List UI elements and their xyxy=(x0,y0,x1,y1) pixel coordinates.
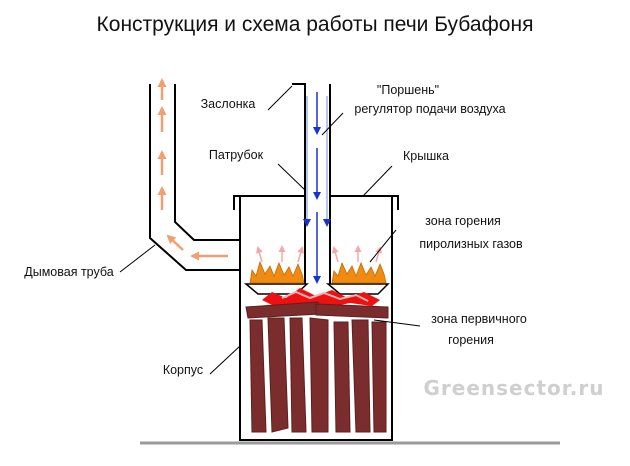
primary-hot-zone xyxy=(262,288,380,307)
watermark: Greensector.ru xyxy=(424,376,605,400)
primary-zone-label-line2: горения xyxy=(448,333,494,347)
smoke-flow-arrows xyxy=(157,78,228,261)
primary-zone-label-line1: зона первичного xyxy=(431,312,527,326)
upper-chamber xyxy=(233,195,399,288)
piston-disks xyxy=(243,283,390,295)
stove-body xyxy=(239,288,393,441)
pyrolysis-zone-label-line1: зона горения xyxy=(425,214,501,228)
leader-lines xyxy=(119,85,421,375)
piston-label-line2: регулятор подачи воздуха xyxy=(354,102,505,116)
piston-label-line1: "Поршень" xyxy=(377,83,439,97)
diagram-title: Конструкция и схема работы печи Бубафоня xyxy=(97,13,534,36)
body-label: Корпус xyxy=(163,363,203,377)
chimney-pipe xyxy=(149,84,240,271)
gas-rise-arrows xyxy=(256,245,382,263)
damper-label: Заслонка xyxy=(201,97,256,111)
chimney-label: Дымовая труба xyxy=(24,265,113,279)
lid-label: Крышка xyxy=(403,149,449,163)
nozzle-label: Патрубок xyxy=(209,148,264,162)
air-pipe xyxy=(292,83,331,284)
firewood xyxy=(245,301,389,433)
pyrolysis-flames xyxy=(249,260,387,284)
pyrolysis-zone-label-line2: пиролизных газов xyxy=(419,237,523,251)
air-flow-arrows-light xyxy=(303,96,331,227)
